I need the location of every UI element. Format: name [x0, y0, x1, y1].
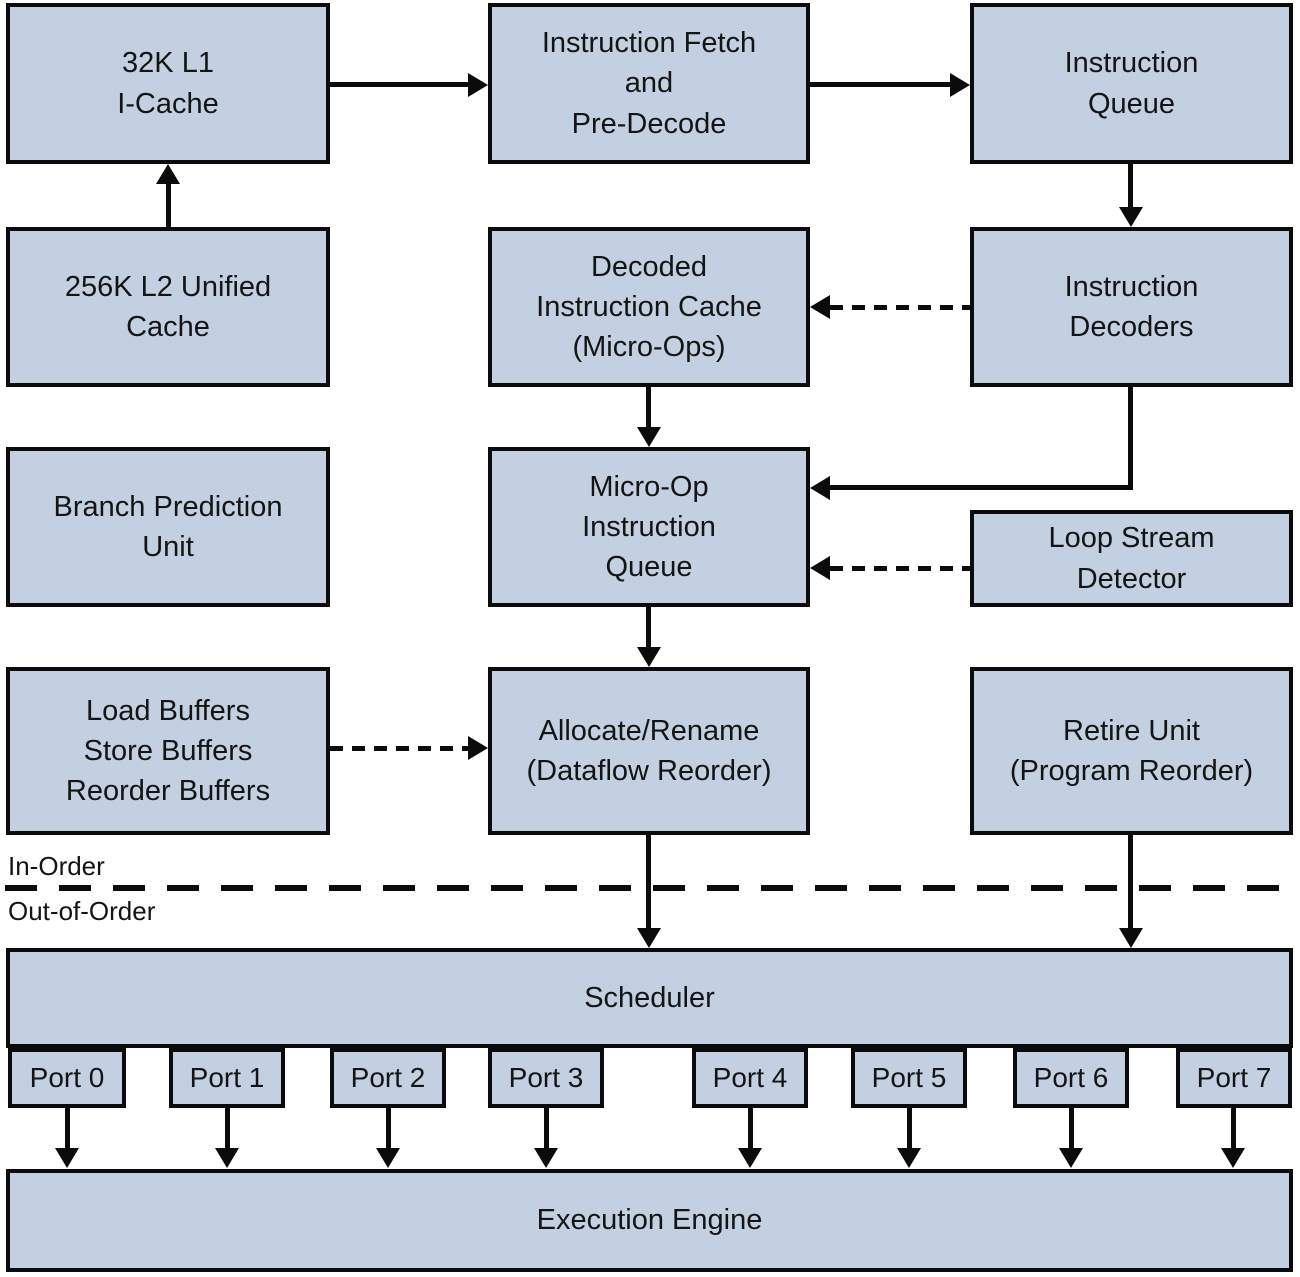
arrow-port5-head — [897, 1148, 921, 1168]
node-port-5: Port 5 — [851, 1048, 967, 1108]
arrow-iq-to-decoders-head — [1119, 207, 1143, 227]
arrow-port2-line — [386, 1108, 391, 1148]
node-decoded-icache: Decoded Instruction Cache (Micro-Ops) — [488, 227, 810, 387]
node-instruction-queue: Instruction Queue — [970, 3, 1293, 164]
arrow-lsd-to-moq-head — [810, 556, 830, 580]
arrow-port6-head — [1059, 1148, 1083, 1168]
arrow-l2-to-l1-head — [156, 164, 180, 184]
arrow-decoders-to-moq-head — [810, 476, 830, 500]
node-branch-prediction: Branch Prediction Unit — [6, 447, 330, 607]
arrow-dic-to-moq-line — [646, 387, 651, 428]
node-l2-cache: 256K L2 Unified Cache — [6, 227, 330, 387]
node-allocate-rename: Allocate/Rename (Dataflow Reorder) — [488, 667, 810, 835]
arrow-lsd-to-moq-line — [830, 566, 970, 571]
arrow-decoders-to-moq-vline — [1128, 387, 1133, 490]
arrow-port3-head — [534, 1148, 558, 1168]
arrow-port6-line — [1069, 1108, 1074, 1148]
node-instruction-fetch: Instruction Fetch and Pre-Decode — [488, 3, 810, 164]
arrow-port3-line — [544, 1108, 549, 1148]
arrow-fetch-to-iq-line — [810, 82, 950, 87]
arrow-moq-to-ar-head — [637, 647, 661, 667]
node-port-0: Port 0 — [8, 1048, 126, 1108]
node-execution-engine: Execution Engine — [6, 1169, 1293, 1272]
arrow-iq-to-decoders-line — [1128, 164, 1133, 208]
arrow-port0-line — [65, 1108, 70, 1148]
node-port-2: Port 2 — [330, 1048, 446, 1108]
arrow-port5-line — [907, 1108, 912, 1148]
node-buffers: Load Buffers Store Buffers Reorder Buffe… — [6, 667, 330, 835]
arrow-decoders-to-moq-hline — [830, 485, 1133, 490]
arrow-buffers-to-ar-head — [468, 736, 488, 760]
node-port-3: Port 3 — [488, 1048, 604, 1108]
node-port-1: Port 1 — [169, 1048, 285, 1108]
node-instruction-decoders: Instruction Decoders — [970, 227, 1293, 387]
arrow-port1-head — [215, 1148, 239, 1168]
arrow-retire-to-scheduler-line — [1128, 835, 1133, 928]
arrow-port1-line — [225, 1108, 230, 1148]
arrow-decoders-to-dic-line — [830, 305, 970, 310]
arrow-port2-head — [376, 1148, 400, 1168]
arrow-port0-head — [55, 1148, 79, 1168]
node-port-6: Port 6 — [1013, 1048, 1129, 1108]
arrow-l2-to-l1-line — [166, 180, 171, 227]
arrow-l1-to-fetch-line — [330, 82, 470, 87]
node-port-4: Port 4 — [692, 1048, 808, 1108]
arrow-port4-head — [738, 1148, 762, 1168]
node-micro-op-queue: Micro-Op Instruction Queue — [488, 447, 810, 607]
arrow-port7-line — [1231, 1108, 1236, 1148]
arrow-moq-to-ar-line — [646, 607, 651, 647]
arrow-ar-to-scheduler-line — [646, 835, 651, 928]
arrow-l1-to-fetch-head — [468, 73, 488, 97]
node-loop-stream-detector: Loop Stream Detector — [970, 510, 1293, 607]
arrow-ar-to-scheduler-head — [637, 928, 661, 948]
arrow-port4-line — [748, 1108, 753, 1148]
in-order-label: In-Order — [8, 851, 105, 881]
arrow-buffers-to-ar-line — [330, 746, 468, 751]
arrow-retire-to-scheduler-head — [1119, 928, 1143, 948]
arrow-decoders-to-dic-head — [810, 295, 830, 319]
arrow-fetch-to-iq-head — [950, 73, 970, 97]
node-port-7: Port 7 — [1176, 1048, 1292, 1108]
arrow-port7-head — [1221, 1148, 1245, 1168]
node-retire-unit: Retire Unit (Program Reorder) — [970, 667, 1293, 835]
arrow-dic-to-moq-head — [637, 427, 661, 447]
out-of-order-label: Out-of-Order — [8, 896, 156, 926]
node-scheduler: Scheduler — [6, 948, 1293, 1048]
node-l1-icache: 32K L1 I-Cache — [6, 3, 330, 164]
